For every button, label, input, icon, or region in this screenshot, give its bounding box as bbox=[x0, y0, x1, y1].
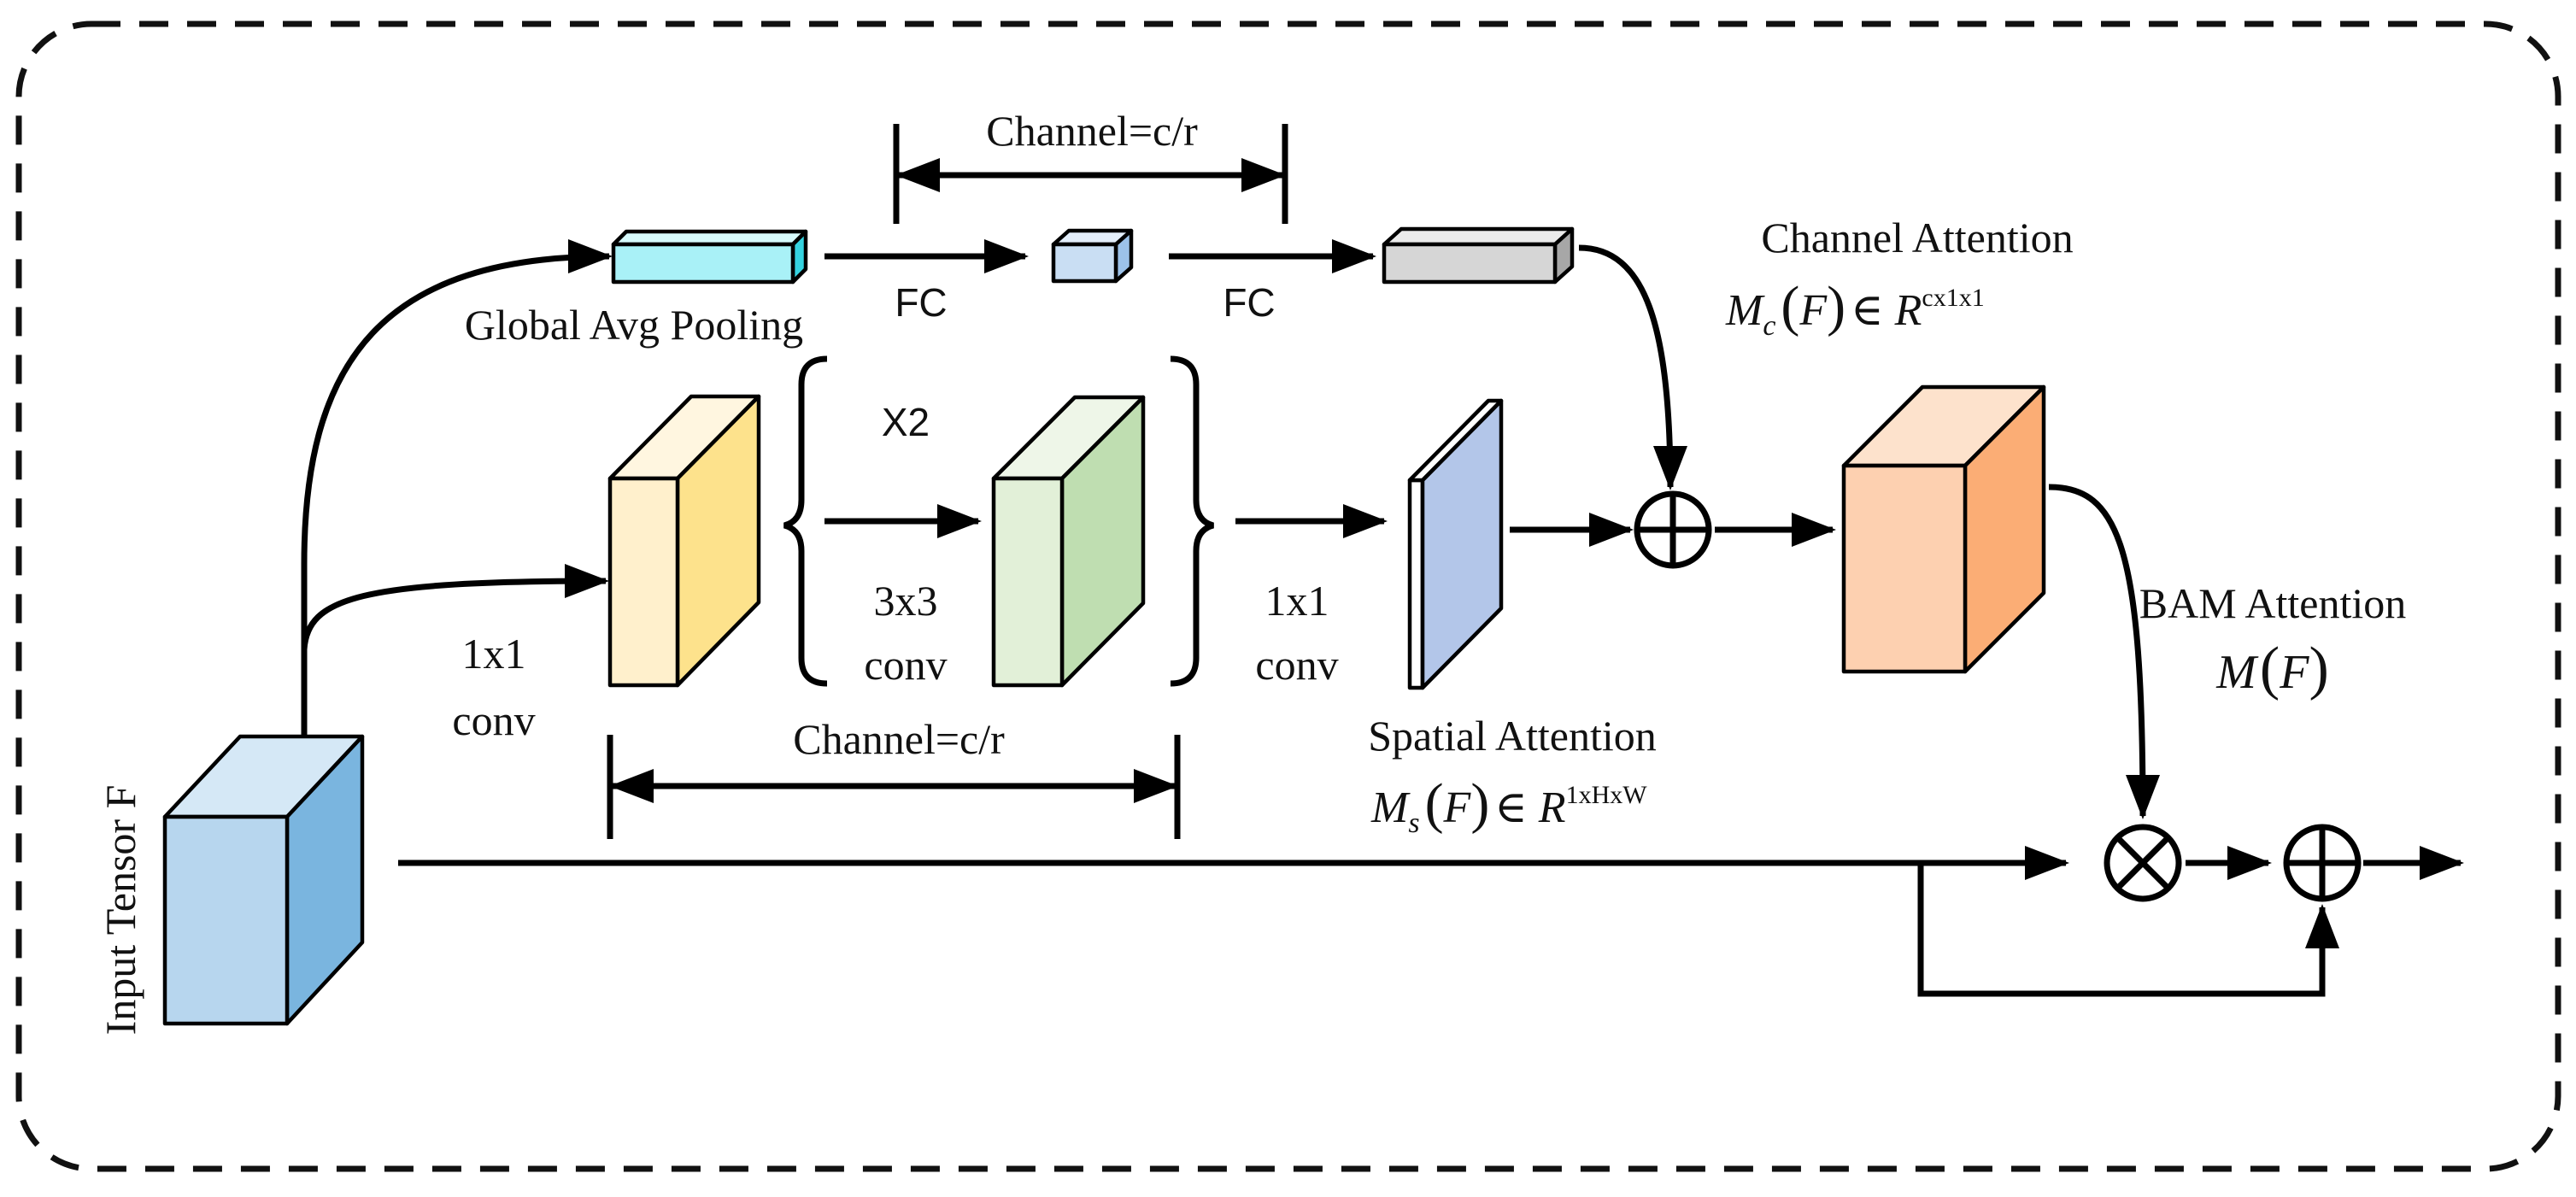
fc-label-2: FC bbox=[1223, 280, 1275, 325]
spatial-attention-formula: Ms(F)∈ R1xHxW bbox=[1370, 772, 1647, 839]
conv-1x1-cube bbox=[607, 394, 761, 688]
input-tensor-cube bbox=[162, 734, 365, 1026]
bam-attention-title: BAM Attention bbox=[2139, 579, 2407, 627]
add-operator-residual bbox=[2283, 824, 2362, 902]
outer-frame bbox=[15, 21, 2561, 1172]
input-tensor-label: Input Tensor F bbox=[97, 785, 144, 1036]
channel-bottom-label: Channel=c/r bbox=[793, 715, 1005, 763]
arrow-channel-to-add bbox=[1578, 244, 1687, 490]
conv-1x1-right-label-b: conv bbox=[1255, 641, 1338, 689]
add-operator-channel-spatial bbox=[1634, 490, 1712, 569]
global-avg-pooling-label: Global Avg Pooling bbox=[465, 301, 803, 349]
conv-3x3-label-b: conv bbox=[864, 641, 947, 689]
channel-attention-formula: Mc(F)∈ Rcx1x1 bbox=[1725, 275, 1985, 342]
fc-label-1: FC bbox=[895, 280, 947, 325]
global-avg-pooling-block bbox=[611, 229, 808, 285]
x2-label: X2 bbox=[882, 400, 930, 444]
conv-1x1-left-label-b: conv bbox=[452, 696, 535, 744]
arrow-input-to-gap bbox=[301, 239, 613, 736]
conv-1x1-right-label-a: 1x1 bbox=[1265, 577, 1329, 625]
arrow-bam-to-multiply bbox=[2048, 484, 2160, 819]
conv-1x1-left-label-a: 1x1 bbox=[462, 630, 526, 678]
bam-attention-cube bbox=[1841, 384, 2046, 674]
multiply-operator bbox=[2104, 824, 2182, 902]
conv-3x3-label-a: 3x3 bbox=[874, 577, 938, 625]
bam-attention-formula: M(F) bbox=[2215, 636, 2329, 701]
residual-skip-connection bbox=[1917, 863, 2339, 997]
spatial-attention-block bbox=[1407, 398, 1504, 690]
right-brace bbox=[1170, 355, 1215, 687]
conv-3x3-cube bbox=[991, 395, 1146, 688]
arrow-input-to-conv bbox=[301, 564, 609, 650]
channel-attention-block bbox=[1382, 226, 1575, 285]
fc-bottleneck-block bbox=[1051, 228, 1134, 284]
left-brace bbox=[783, 355, 828, 687]
spatial-attention-title: Spatial Attention bbox=[1368, 712, 1656, 760]
channel-top-label: Channel=c/r bbox=[986, 107, 1198, 155]
channel-attention-title: Channel Attention bbox=[1761, 214, 2073, 261]
